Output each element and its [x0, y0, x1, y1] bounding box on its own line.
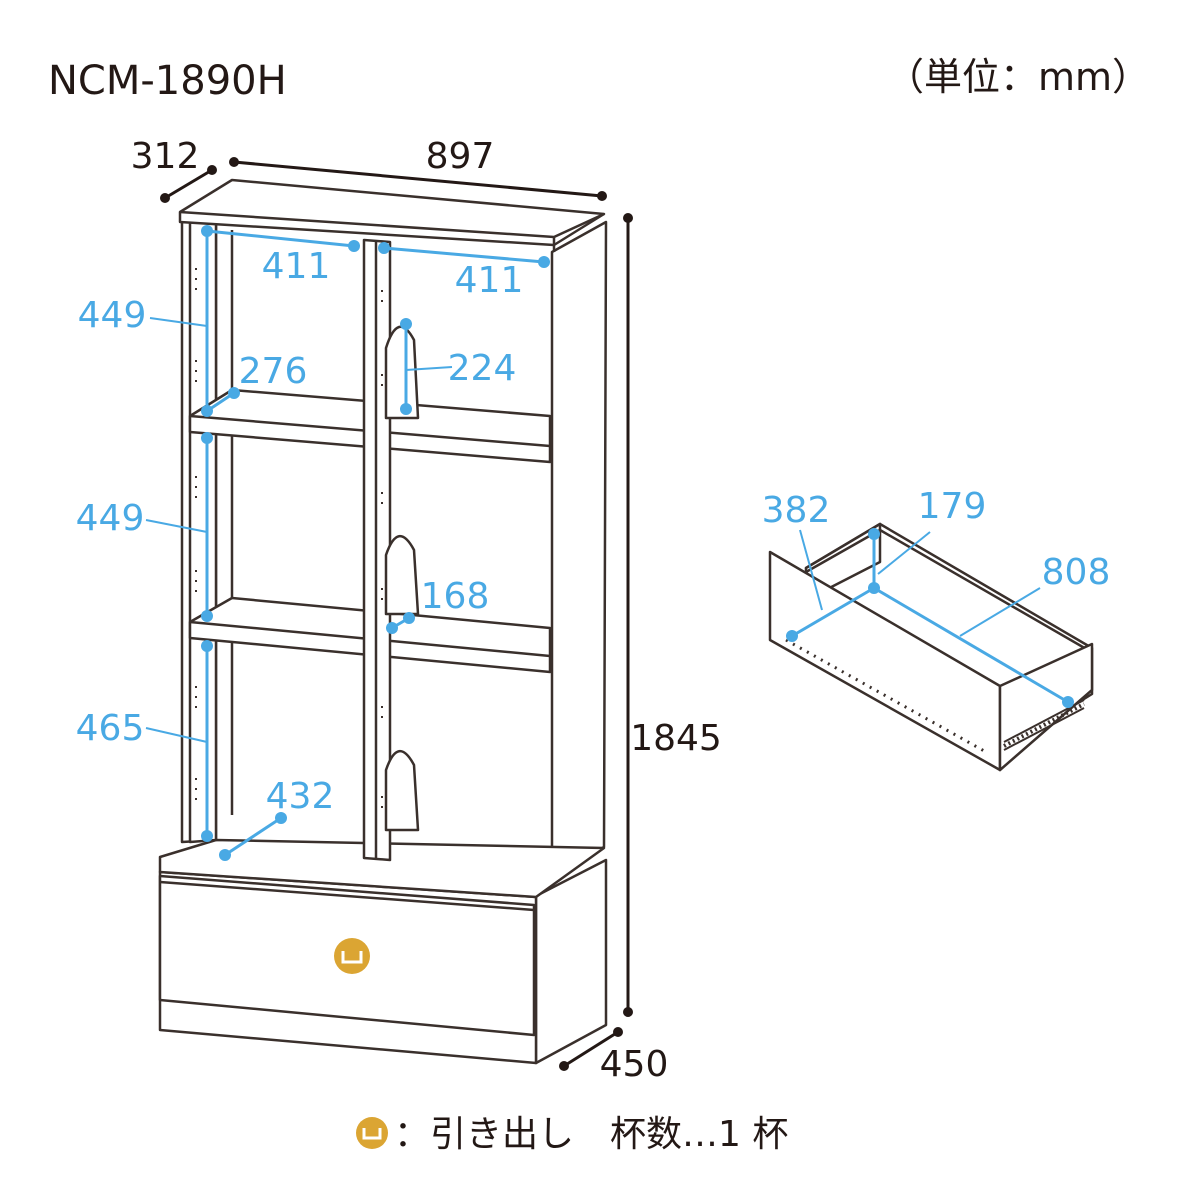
height-label: 1845 [630, 718, 722, 759]
drawer-inner-edge [805, 528, 1089, 652]
unit-label: （単位：mm） [886, 55, 1150, 99]
upper-height-label: 449 [78, 295, 147, 336]
drawer-handle-icon [356, 1117, 388, 1149]
shelf-width-left-label: 411 [262, 246, 331, 287]
arch-cutout-upper [384, 325, 420, 420]
legend: ：引き出し 杯数…1 杯 [356, 1114, 788, 1155]
arch-cutout-lower [384, 750, 420, 832]
drawer-drawing: 382 179 808 [762, 486, 1111, 772]
depth-top-label: 312 [131, 136, 200, 177]
lower-height-label: 465 [76, 708, 145, 749]
drawer-height-label: 179 [918, 486, 987, 527]
opening-width-label: 168 [421, 576, 490, 617]
base-depth-label: 432 [266, 776, 335, 817]
model-number: NCM-1890H [48, 58, 287, 104]
depth-bottom-label: 450 [600, 1044, 669, 1085]
right-side-panel [550, 220, 608, 879]
drawer-depth-label: 382 [762, 490, 831, 531]
shelf-width-right-label: 411 [455, 260, 524, 301]
depth-bottom-line [563, 1030, 619, 1068]
cabinet-drawing [158, 178, 608, 1065]
top-slab [178, 178, 606, 247]
inner-dimensions: 411 411 449 276 224 449 168 465 [76, 225, 550, 861]
depth-top-line [164, 168, 213, 200]
drawer-top-edge [159, 880, 535, 912]
outer-dimensions: 312 897 1845 450 [131, 136, 722, 1085]
arch-cutout-middle [384, 535, 420, 616]
middle-height-label: 449 [76, 498, 145, 539]
width-label: 897 [426, 136, 495, 177]
legend-drawer-count: ：引き出し 杯数…1 杯 [394, 1114, 788, 1155]
width-line [233, 160, 603, 198]
base-top-slab [158, 838, 606, 899]
opening-height-label: 224 [448, 348, 517, 389]
shelf-depth-label: 276 [239, 351, 308, 392]
drawer-handle-icon [334, 938, 370, 974]
drawer-width-label: 808 [1042, 552, 1111, 593]
